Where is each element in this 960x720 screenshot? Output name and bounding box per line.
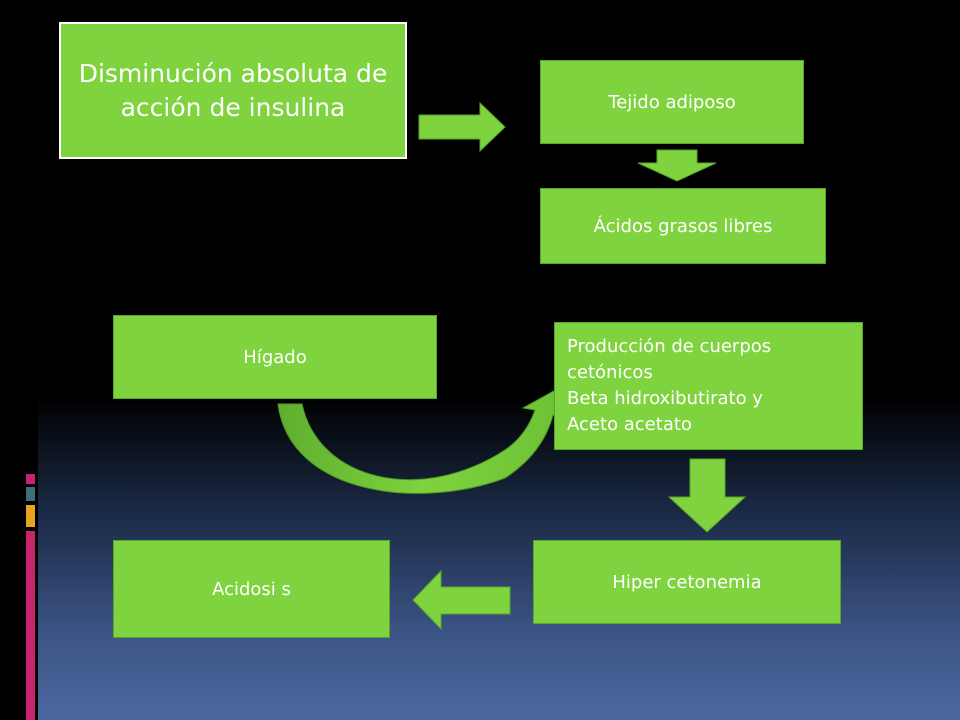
node-ketone-production-text: Producción de cuerpos cetónicos Beta hid…	[567, 334, 771, 438]
arrow-hyperketonemia-to-acidosis	[412, 569, 511, 631]
arrow-ketone-to-hyperketonemia	[667, 458, 747, 533]
accent-bar-magenta-long	[26, 531, 35, 720]
arrow-liver-to-ketone-production	[277, 386, 570, 494]
node-adipose-tissue: Tejido adiposo	[540, 60, 804, 144]
node-liver: Hígado	[113, 315, 437, 399]
node-insulin-deficiency-label: Disminución absoluta de acción de insuli…	[78, 58, 388, 122]
ketone-line-2: cetónicos	[567, 362, 653, 383]
node-hyperketonemia: Hiper cetonemia	[533, 540, 841, 624]
accent-bar-teal	[26, 487, 35, 501]
arrow-adipose-to-fatty-acids	[637, 149, 717, 182]
node-adipose-tissue-label: Tejido adiposo	[608, 91, 736, 113]
node-insulin-deficiency: Disminución absoluta de acción de insuli…	[59, 22, 407, 159]
accent-bar-magenta-top	[26, 474, 35, 484]
ketone-line-3: Beta hidroxibutirato y	[567, 388, 763, 409]
node-free-fatty-acids: Ácidos grasos libres	[540, 188, 826, 264]
node-hyperketonemia-label: Hiper cetonemia	[612, 571, 762, 593]
ketone-line-4: Aceto acetato	[567, 414, 692, 435]
node-liver-label: Hígado	[243, 346, 307, 368]
node-acidosis: Acidosi s	[113, 540, 390, 638]
accent-bar-gold	[26, 505, 35, 527]
ketone-line-1: Producción de cuerpos	[567, 336, 772, 357]
node-acidosis-label: Acidosi s	[212, 578, 291, 600]
arrow-insulin-to-adipose	[418, 101, 506, 153]
node-ketone-production: Producción de cuerpos cetónicos Beta hid…	[554, 322, 863, 450]
node-free-fatty-acids-label: Ácidos grasos libres	[593, 215, 773, 237]
